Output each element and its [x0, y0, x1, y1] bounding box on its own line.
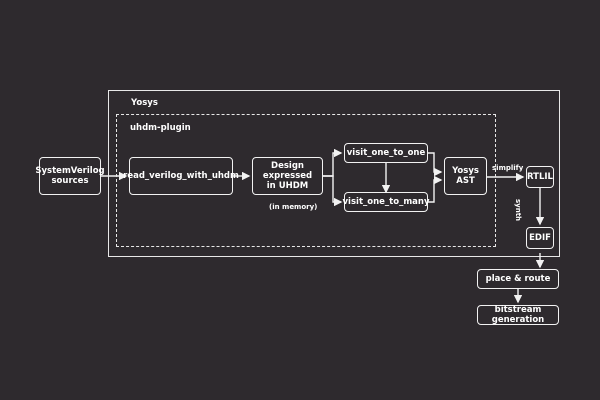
edge-visit-one-to-ast	[428, 152, 443, 177]
uhdm-plugin-frame	[116, 114, 496, 247]
node-edif: EDIF	[526, 227, 554, 249]
synth-annotation: synth	[514, 199, 522, 222]
node-place-route: place & route	[477, 269, 559, 289]
node-yosys-ast: Yosys AST	[444, 157, 487, 195]
node-read-verilog-with-uhdm: read_verilog_with_uhdm	[123, 157, 239, 195]
in-memory-annotation: (in memory)	[269, 203, 318, 211]
edge-design-to-visit-many	[323, 175, 343, 207]
node-visit-one-to-many: visit_one_to_many	[343, 192, 430, 212]
node-visit-one-to-one: visit_one_to_one	[344, 143, 428, 163]
node-bitstream-generation: bitstream generation	[477, 305, 559, 325]
simplify-annotation: simplify	[492, 164, 524, 172]
yosys-frame-label: Yosys	[131, 98, 158, 108]
edge-visit-many-to-ast	[428, 175, 443, 203]
uhdm-plugin-frame-label: uhdm-plugin	[130, 123, 191, 133]
node-rtlil: RTLIL	[526, 166, 554, 188]
yosys-frame	[108, 90, 560, 257]
edge-design-to-visit-one	[323, 148, 343, 177]
